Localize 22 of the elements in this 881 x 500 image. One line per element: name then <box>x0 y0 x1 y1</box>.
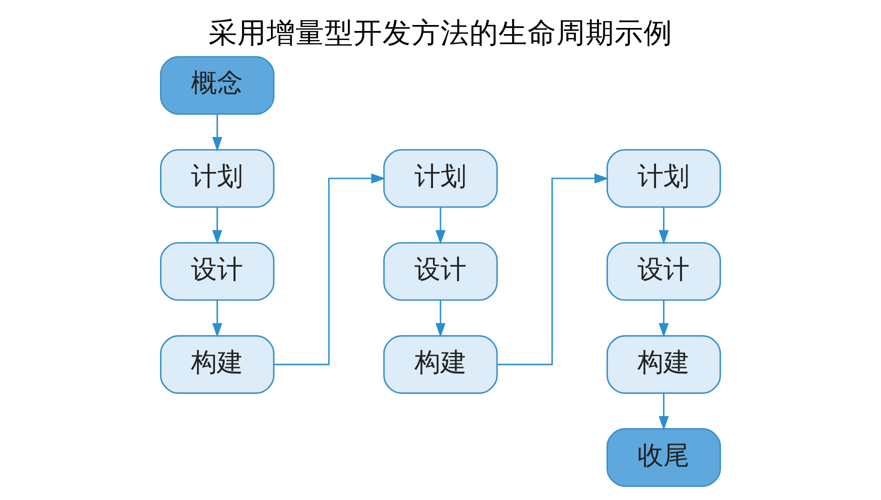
arrow <box>658 207 669 244</box>
arrow <box>658 393 669 430</box>
node-box: 设计 <box>383 242 498 301</box>
node-box: 构建 <box>160 335 274 394</box>
arrow <box>212 114 222 152</box>
node-box: 计划 <box>160 149 274 208</box>
diagram-title: 采用增量型开发方法的生命周期示例 <box>208 15 672 50</box>
node-box: 设计 <box>160 242 274 301</box>
node-box: 设计 <box>606 242 721 301</box>
node-box: 构建 <box>606 335 721 394</box>
arrow <box>212 207 222 244</box>
arrow <box>658 300 669 338</box>
node-box: 计划 <box>606 149 721 208</box>
node-box: 收尾 <box>606 428 721 487</box>
node-box: 计划 <box>383 149 498 208</box>
arrow <box>498 173 609 366</box>
node-box: 构建 <box>383 335 498 394</box>
node-box: 概念 <box>160 56 274 115</box>
arrow <box>274 173 386 366</box>
arrow <box>212 300 222 338</box>
arrow <box>435 300 446 338</box>
arrow <box>435 207 446 244</box>
